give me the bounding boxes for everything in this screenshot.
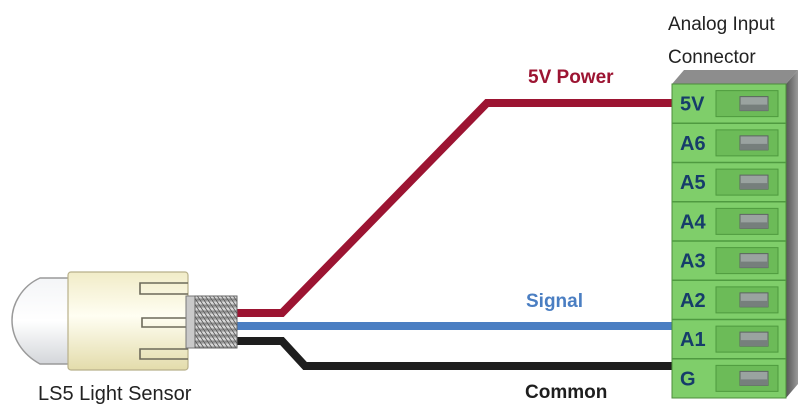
connector-title-line2: Connector xyxy=(668,47,756,68)
terminal-screw-shade xyxy=(740,183,768,190)
terminal-screw-shade xyxy=(740,104,768,111)
light-sensor xyxy=(11,271,238,371)
pin-label-g: G xyxy=(680,368,696,390)
connector-title-line1: Analog Input xyxy=(668,14,775,35)
terminal-screw-shade xyxy=(740,222,768,229)
pin-label-a2: A2 xyxy=(680,290,706,312)
terminal-screw-shade xyxy=(740,143,768,150)
common-wire-label: Common xyxy=(525,382,607,403)
sensor-body-ridges xyxy=(139,282,188,360)
pin-label-a3: A3 xyxy=(680,251,706,273)
terminal-screw-shade xyxy=(740,340,768,347)
pin-label-a4: A4 xyxy=(680,211,706,233)
terminal-screw-shade xyxy=(740,261,768,268)
sensor-body xyxy=(67,271,189,371)
pin-label-a1: A1 xyxy=(680,329,706,351)
sensor-dome xyxy=(11,277,73,365)
pin-label-a5: A5 xyxy=(680,172,706,194)
common-wire xyxy=(236,337,672,370)
signal-wire-label: Signal xyxy=(526,291,583,312)
connector-top xyxy=(672,70,798,84)
terminal-screw-shade xyxy=(740,379,768,386)
connector-side xyxy=(786,70,798,398)
power-wire-label: 5V Power xyxy=(528,67,614,88)
power-wire xyxy=(236,99,672,317)
sensor-label: LS5 Light Sensor xyxy=(38,383,192,405)
sensor-thread xyxy=(194,295,238,349)
pin-label-a6: A6 xyxy=(680,133,706,155)
terminal-screw-shade xyxy=(740,300,768,307)
pin-label-5v: 5V xyxy=(680,94,705,116)
wires xyxy=(236,99,672,370)
